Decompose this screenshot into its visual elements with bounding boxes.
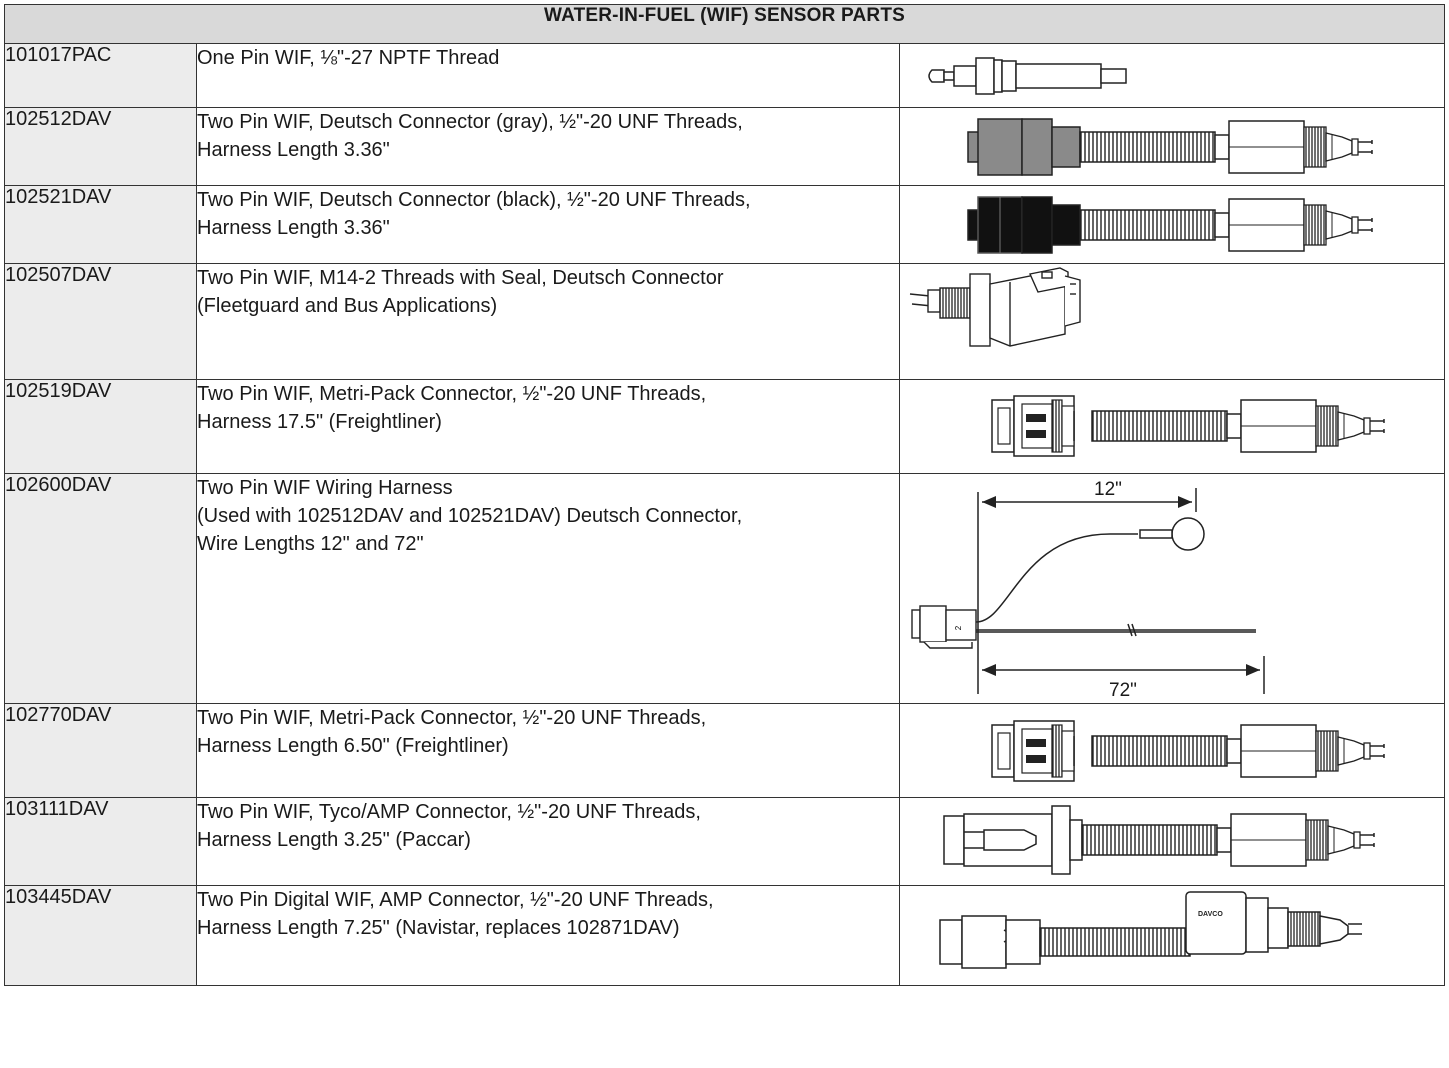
dimension-12in: 12" — [1094, 479, 1122, 500]
part-image-cell — [898, 703, 1446, 798]
table-header-row: WATER-IN-FUEL (WIF) SENSOR PARTS — [3, 4, 1446, 44]
table-row: 103445DAV Two Pin Digital WIF, AMP Conne… — [4, 885, 1446, 986]
tyco-amp-sensor-icon — [943, 805, 1375, 875]
part-description: Two Pin WIF, Deutsch Connector (gray), ½… — [196, 107, 900, 186]
part-number: 102600DAV — [4, 473, 197, 704]
part-number: 102519DAV — [4, 379, 197, 474]
table-row: 101017PAC One Pin WIF, ⅛"-27 NPTF Thread — [4, 43, 1446, 108]
part-description: Two Pin WIF, M14-2 Threads with Seal, De… — [196, 263, 900, 380]
part-image-cell — [898, 263, 1446, 380]
part-description: Two Pin WIF, Metri-Pack Connector, ½"-20… — [196, 703, 900, 798]
sensor-parts-table: WATER-IN-FUEL (WIF) SENSOR PARTS 101017P… — [3, 4, 1446, 986]
one-pin-sensor-icon — [928, 57, 1127, 95]
table-row: 102521DAV Two Pin WIF, Deutsch Connector… — [4, 185, 1446, 264]
part-number: 102512DAV — [4, 107, 197, 186]
part-image-cell — [898, 379, 1446, 474]
m14-sensor-icon — [909, 267, 1081, 347]
brand-label: DAVCO — [1198, 911, 1223, 918]
table-row: 102519DAV Two Pin WIF, Metri-Pack Connec… — [4, 379, 1446, 474]
part-number: 103445DAV — [4, 885, 197, 986]
deutsch-black-sensor-icon — [967, 196, 1373, 254]
dimension-72in: 72" — [1109, 680, 1137, 701]
part-number: 102521DAV — [4, 185, 197, 264]
table-row: 102512DAV Two Pin WIF, Deutsch Connector… — [4, 107, 1446, 186]
part-number: 103111DAV — [4, 797, 197, 886]
table-row: 102507DAV Two Pin WIF, M14-2 Threads wit… — [4, 263, 1446, 380]
part-description: One Pin WIF, ⅛"-27 NPTF Thread — [196, 43, 900, 108]
table-title: WATER-IN-FUEL (WIF) SENSOR PARTS — [3, 4, 1446, 44]
part-image-cell — [898, 43, 1446, 108]
part-image-cell: DAVCO — [898, 885, 1446, 986]
metri-pack-sensor-icon — [991, 720, 1385, 782]
part-image-cell — [898, 797, 1446, 886]
table-row: 103111DAV Two Pin WIF, Tyco/AMP Connecto… — [4, 797, 1446, 886]
digital-wif-sensor-icon: DAVCO — [939, 891, 1362, 969]
table-row: 102600DAV Two Pin WIF Wiring Harness (Us… — [4, 473, 1446, 704]
part-description: Two Pin WIF, Metri-Pack Connector, ½"-20… — [196, 379, 900, 474]
part-description: Two Pin WIF, Tyco/AMP Connector, ½"-20 U… — [196, 797, 900, 886]
metri-pack-sensor-icon — [991, 395, 1385, 457]
part-image-cell — [898, 185, 1446, 264]
deutsch-gray-sensor-icon — [967, 118, 1373, 176]
part-description: Two Pin Digital WIF, AMP Connector, ½"-2… — [196, 885, 900, 986]
part-number: 102770DAV — [4, 703, 197, 798]
part-number: 101017PAC — [4, 43, 197, 108]
part-image-cell: 2 12" 72" — [898, 473, 1446, 704]
pin-label: 2 — [954, 625, 963, 630]
part-number: 102507DAV — [4, 263, 197, 380]
part-image-cell — [898, 107, 1446, 186]
wiring-harness-icon: 2 12" 72" — [911, 479, 1265, 701]
table-row: 102770DAV Two Pin WIF, Metri-Pack Connec… — [4, 703, 1446, 798]
part-description: Two Pin WIF Wiring Harness (Used with 10… — [196, 473, 900, 704]
part-description: Two Pin WIF, Deutsch Connector (black), … — [196, 185, 900, 264]
